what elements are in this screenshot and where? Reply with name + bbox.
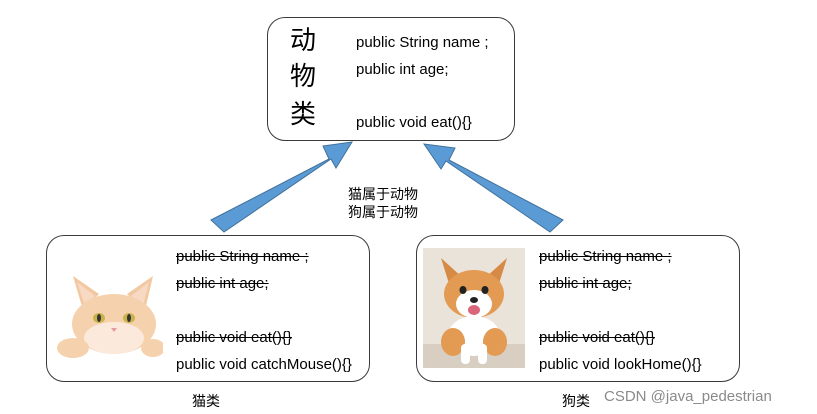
cat-member-name: public String name ; <box>176 248 309 266</box>
cat-member-age: public int age; <box>176 275 269 293</box>
cat-own-method: public void catchMouse(){} <box>176 356 352 374</box>
cat-inherits-arrow <box>211 142 352 232</box>
cat-member-eat: public void eat(){} <box>176 329 292 347</box>
animal-member-age: public int age; <box>356 61 449 79</box>
cat-image <box>53 258 163 358</box>
animal-member-eat: public void eat(){} <box>356 114 472 132</box>
dog-member-name: public String name ; <box>539 248 672 266</box>
dog-own-method: public void lookHome(){} <box>539 356 702 374</box>
cat-class-box: public String name ; public int age; pub… <box>46 235 370 382</box>
watermark: CSDN @java_pedestrian <box>604 388 772 406</box>
animal-title-char-1: 动 <box>290 26 316 56</box>
dog-class-box: public String name ; public int age; pub… <box>416 235 740 382</box>
dog-image <box>423 248 525 368</box>
animal-class-box: 动 物 类 public String name ; public int ag… <box>267 17 515 141</box>
dog-member-eat: public void eat(){} <box>539 329 655 347</box>
cat-class-label: 猫类 <box>192 393 220 411</box>
dog-inherits-arrow <box>424 144 563 232</box>
dog-class-label: 狗类 <box>562 393 590 411</box>
animal-member-name: public String name ; <box>356 34 489 52</box>
animal-title-char-3: 类 <box>290 100 316 130</box>
dog-member-age: public int age; <box>539 275 632 293</box>
cat-relation-caption: 猫属于动物 <box>348 186 418 204</box>
dog-relation-caption: 狗属于动物 <box>348 204 418 222</box>
animal-title-char-2: 物 <box>290 62 316 92</box>
